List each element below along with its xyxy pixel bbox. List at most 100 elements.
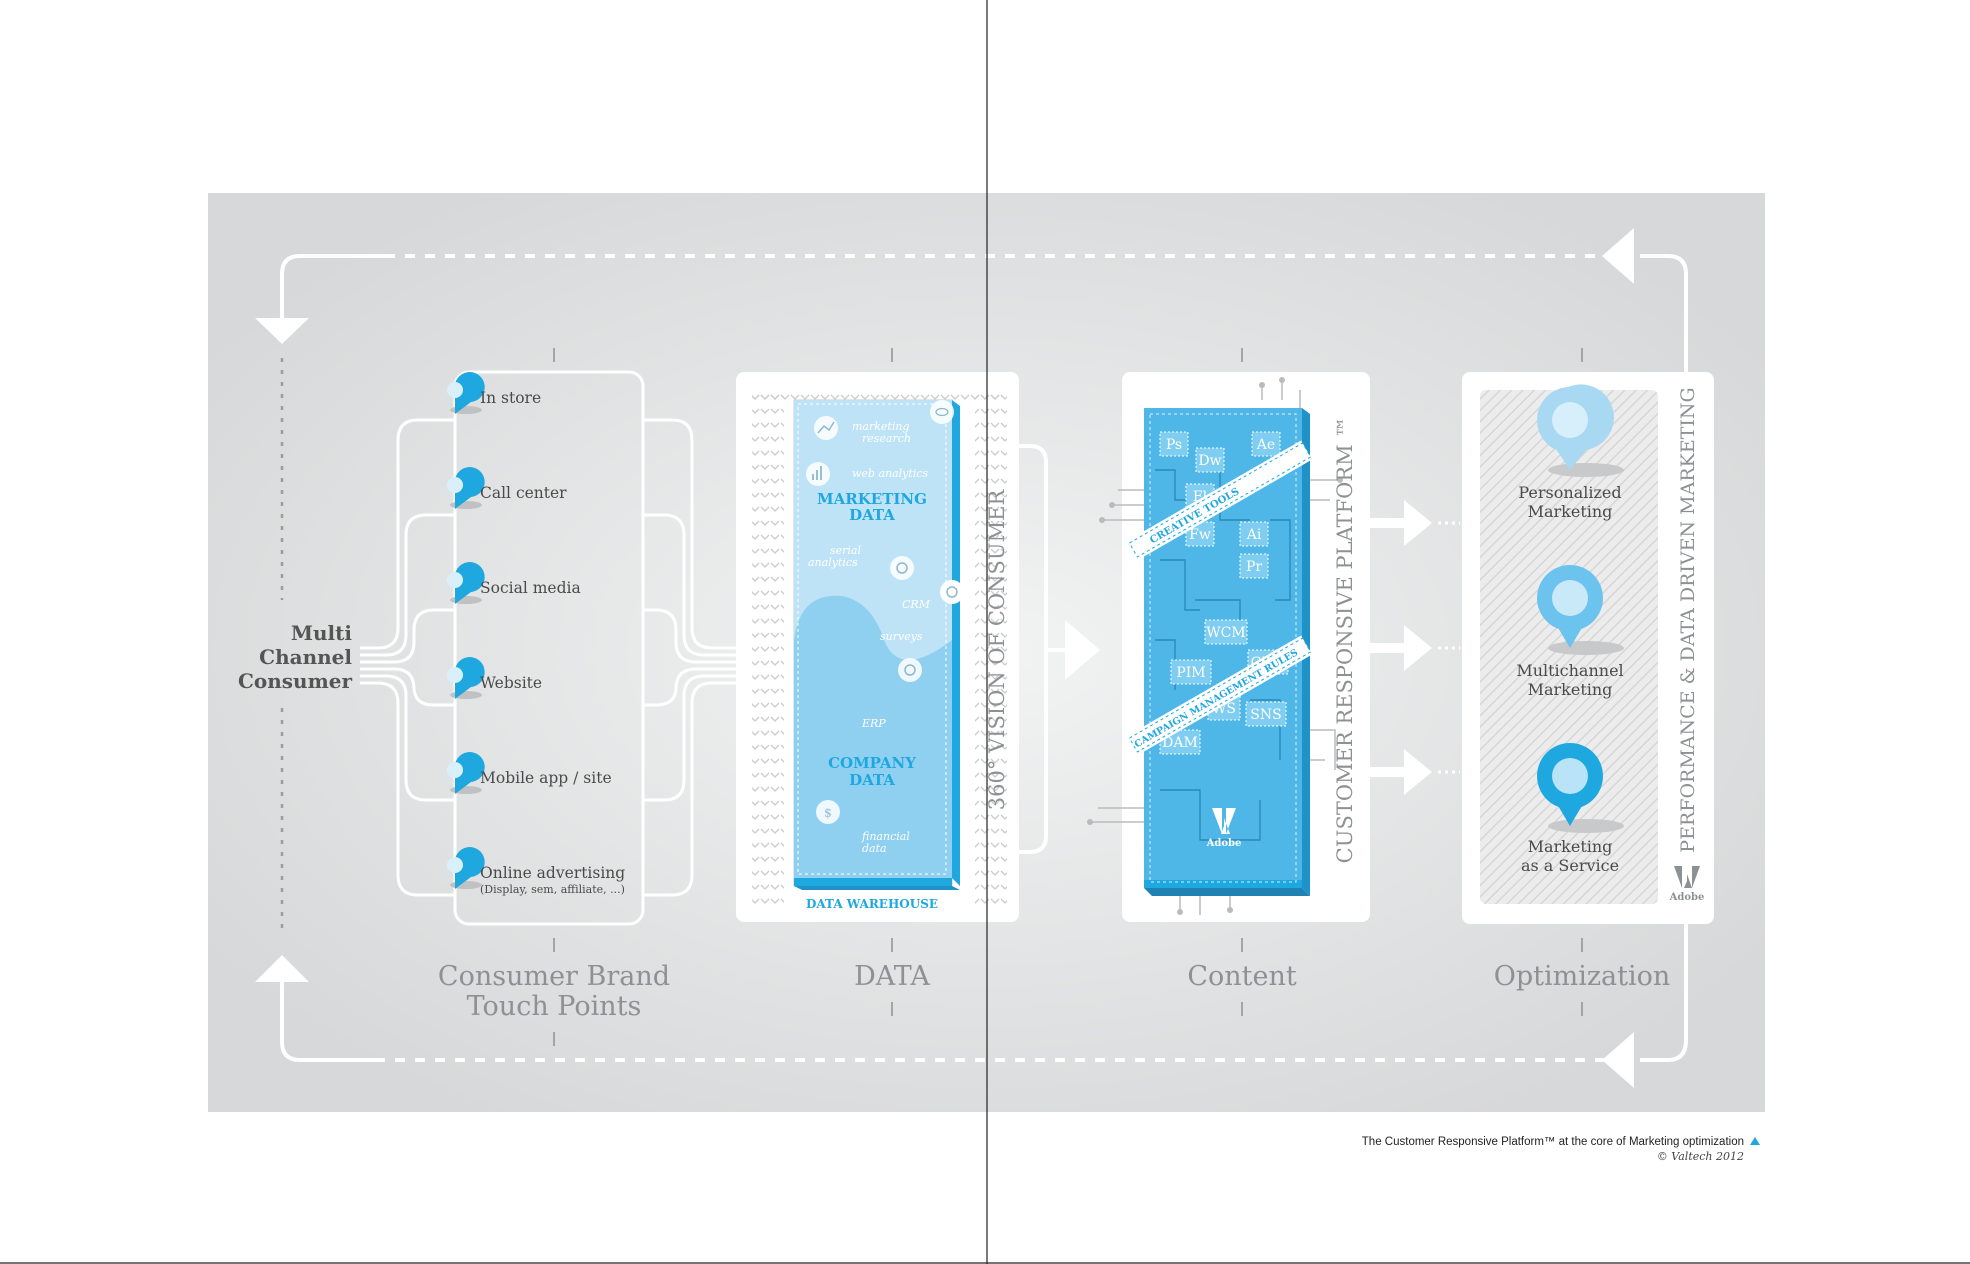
company-data-line2: DATA [849,771,895,789]
source-web-analytics: web analytics [852,467,928,480]
arrow-left-icon [1602,228,1634,284]
map-pin-icon [454,847,485,889]
source-marketing-research-1: marketing [852,420,910,433]
touchpoint-label: Social media [480,579,581,597]
map-pin-icon [454,657,485,699]
optimization-vertical-label: PERFORMANCE & DATA DRIVEN MARKETING [1677,387,1699,852]
circuit-traces [1090,380,1340,915]
optimization-item: Multichannel Marketing [1516,565,1624,699]
marketing-data-label: MARKETING DATA [817,490,927,524]
source-crm: CRM [902,598,931,611]
column-ticks [553,348,1583,1046]
touchpoint-list: In store Call center Social media Websit… [447,372,625,896]
optimization-card: Personalized Marketing Multichannel Mark… [1462,372,1714,924]
optimization-line2: as a Service [1521,856,1619,875]
source-erp: ERP [861,717,886,730]
marketing-data-line1: MARKETING [817,490,927,508]
consumer-line2: Channel [259,645,352,669]
company-data-label: COMPANY DATA [828,754,916,789]
content-to-optimization-arrows [1370,500,1460,795]
system-dam: DAM [1162,735,1198,751]
map-pin-icon [454,467,485,509]
map-pin-icon [1552,580,1588,616]
touchpoint-item: Call center [447,467,567,509]
consumer-line3: Consumer [238,669,352,693]
clock-icon [940,580,964,604]
touchpoint-label: Call center [480,484,567,502]
map-pin-icon [454,752,485,794]
optimization-line2: Marketing [1528,680,1613,699]
data-heading: DATA [854,961,930,992]
touchpoint-item: Website [447,657,542,699]
system-sns: SNS [1250,707,1281,723]
marketing-data-line2: DATA [849,506,895,524]
optimization-line1: Marketing [1528,837,1613,856]
source-serial-analytics-1: serial [830,544,861,557]
app-fw: Fw [1189,527,1211,543]
source-marketing-research-2: research [862,432,911,445]
data-sources: marketing research web analytics serial … [806,400,964,855]
touchpoint-sublabel: (Display, sem, affiliate, ...) [480,883,625,896]
arrow-down-icon [255,318,309,344]
column-headings: Consumer Brand Touch Points DATA Content… [438,961,1670,1022]
app-pr: Pr [1246,559,1262,575]
eye-icon [930,400,954,424]
touchpoint-label: Mobile app / site [480,769,612,787]
optimization-vendor: Adobe [1669,892,1705,903]
source-financial-1: financial [861,830,910,843]
data-warehouse-label: DATA WAREHOUSE [806,897,938,911]
consumer-connectors [360,370,645,926]
content-vertical-label: CUSTOMER RESPONSIVE PLATFORM ™ [1333,417,1357,864]
app-ae: Ae [1256,437,1275,453]
adobe-logo-icon: Adobe [1206,808,1242,849]
touchpoint-label: Website [480,674,542,692]
touchpoints-heading-line1: Consumer Brand [438,961,670,992]
source-serial-analytics-2: analytics [808,556,858,569]
map-pin-icon [454,562,485,604]
touchpoint-label: In store [480,389,541,407]
refresh-icon [890,556,914,580]
optimization-line1: Multichannel [1516,661,1623,680]
map-pin-icon [454,372,485,414]
arrow-right-icon [1065,620,1100,680]
figure-caption: The Customer Responsive Platform™ at the… [1362,1136,1760,1163]
touchpoint-item: Online advertising (Display, sem, affili… [447,847,625,896]
content-heading: Content [1187,961,1297,992]
consumer-line1: Multi [291,621,353,645]
app-ai: Ai [1246,527,1262,543]
data-vertical-label: 360° VISION OF CONSUMER [985,489,1009,811]
arrow-left-icon [1602,1032,1634,1088]
optimization-heading: Optimization [1494,961,1671,992]
optimization-item: Personalized Marketing [1518,384,1624,521]
system-wcm: WCM [1206,625,1245,641]
caption-text: The Customer Responsive Platform™ at the… [1362,1136,1744,1148]
triangle-icon [1750,1137,1760,1145]
content-vendor: Adobe [1206,838,1242,849]
bar-chart-icon [806,462,830,486]
inner-circuit [1155,460,1291,841]
optimization-line2: Marketing [1528,502,1613,521]
arrow-up-icon [255,955,309,982]
touchpoint-item: Social media [447,562,581,604]
adobe-logo-icon: Adobe [1669,866,1705,903]
caption-credit: © Valtech 2012 [1657,1150,1744,1163]
system-pim: PIM [1176,665,1205,681]
optimization-item: Marketing as a Service [1521,743,1624,875]
consumer-label: Multi Channel Consumer [238,621,352,693]
touchpoint-connectors [643,418,740,897]
touchpoint-item: Mobile app / site [447,752,612,794]
source-financial-2: data [862,842,887,855]
touchpoints-heading-line2: Touch Points [467,991,642,1022]
sync-icon [898,658,922,682]
touchpoint-label: Online advertising [480,864,625,882]
source-surveys: surveys [880,630,923,643]
touchpoint-item: In store [447,372,541,414]
app-dw: Dw [1198,453,1221,469]
dollar-icon [816,800,840,824]
app-ps: Ps [1166,437,1182,453]
company-data-line1: COMPANY [828,754,916,772]
data-card: MARKETING DATA COMPANY DATA marketing re… [736,372,1019,922]
map-pin-icon [1552,758,1588,794]
svg-text:$: $ [824,806,832,820]
